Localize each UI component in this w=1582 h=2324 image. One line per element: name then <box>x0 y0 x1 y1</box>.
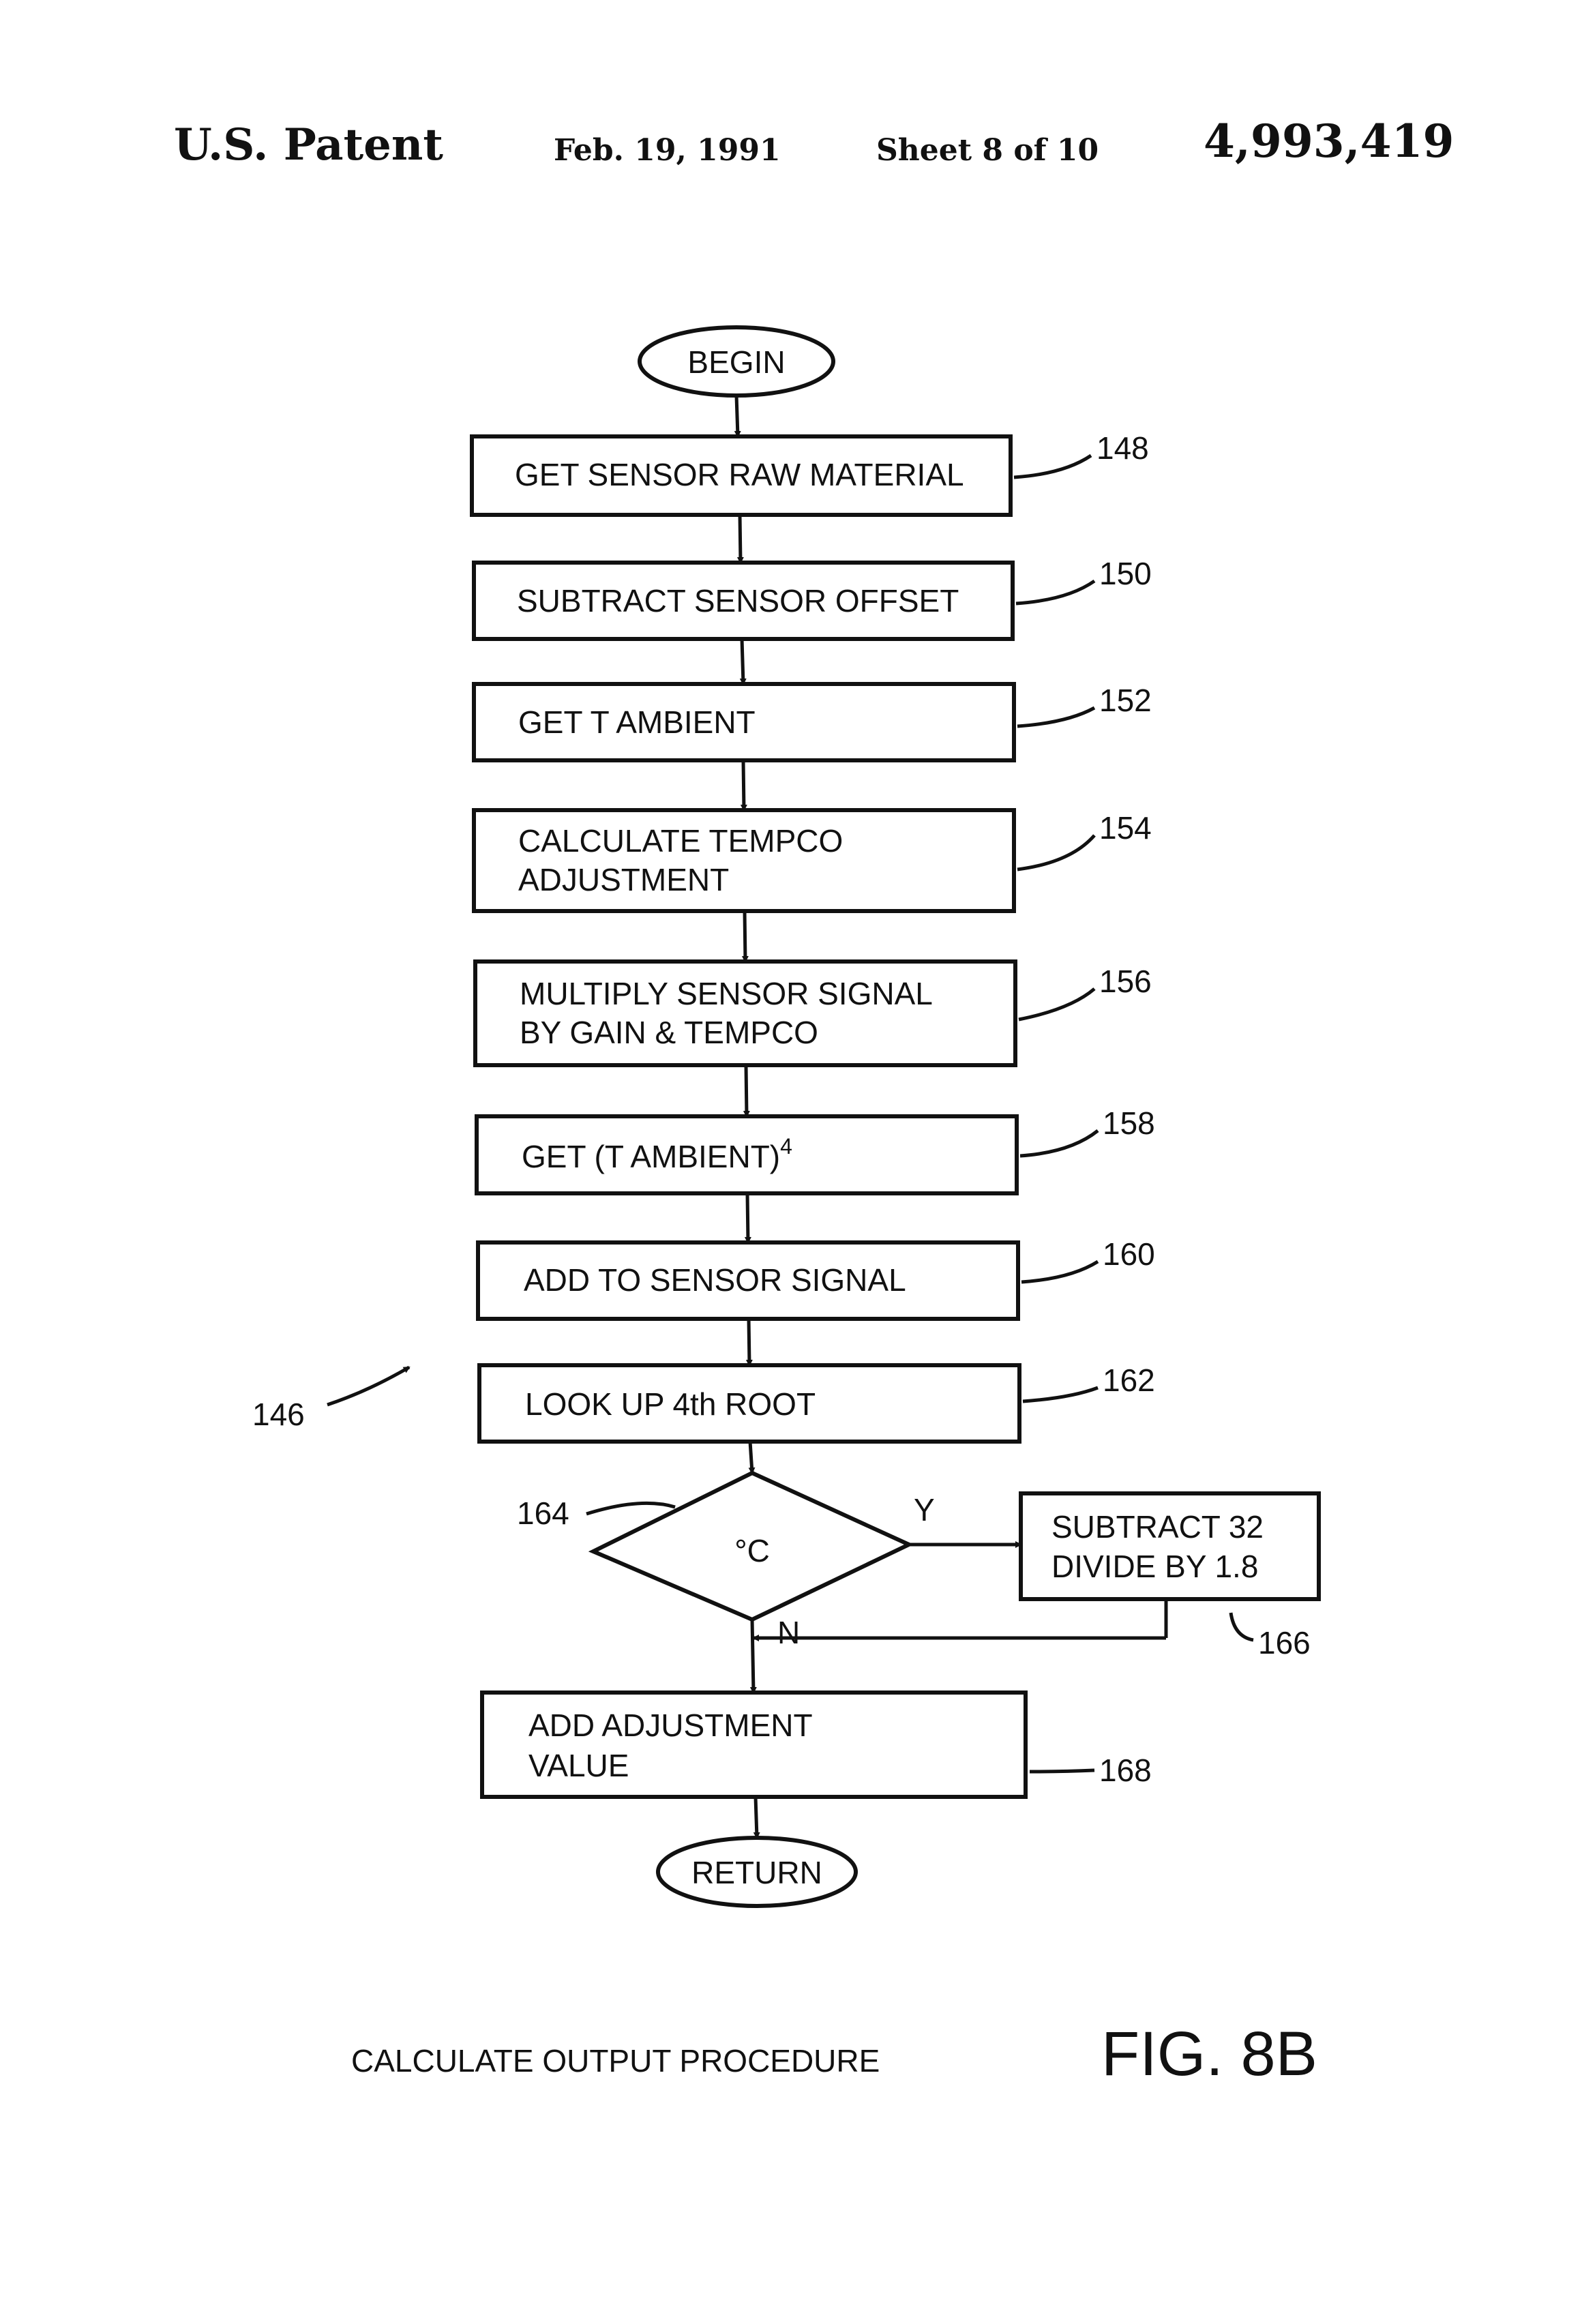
step-158: GET (T AMBIENT)4 <box>477 1116 1017 1193</box>
step-154: CALCULATE TEMPCO ADJUSTMENT <box>474 810 1014 911</box>
begin-label: BEGIN <box>687 344 785 380</box>
decision-yes-label: Y <box>914 1492 935 1528</box>
step-160: ADD TO SENSOR SIGNAL <box>478 1242 1018 1319</box>
ref-168: 168 <box>1099 1753 1152 1788</box>
step-label-superscript: 4 <box>780 1134 792 1159</box>
step-label-main: GET (T AMBIENT) <box>522 1139 780 1174</box>
step-156: MULTIPLY SENSOR SIGNAL BY GAIN & TEMPCO <box>475 962 1015 1065</box>
step-label: SUBTRACT SENSOR OFFSET <box>517 583 959 619</box>
side-label-line1: SUBTRACT 32 <box>1051 1509 1264 1545</box>
ref-160: 160 <box>1103 1236 1155 1272</box>
step-168: ADD ADJUSTMENT VALUE <box>482 1693 1026 1797</box>
step-label-line1: MULTIPLY SENSOR SIGNAL <box>520 976 933 1011</box>
step-label-line1: ADD ADJUSTMENT <box>528 1708 813 1743</box>
step-label-line2: VALUE <box>528 1748 629 1783</box>
side-label-line2: DIVIDE BY 1.8 <box>1051 1549 1258 1584</box>
connector-arrow <box>747 1193 748 1242</box>
ref-158: 158 <box>1103 1105 1155 1141</box>
ref-154: 154 <box>1099 810 1152 846</box>
step-label: ADD TO SENSOR SIGNAL <box>524 1262 906 1298</box>
ref-156: 156 <box>1099 964 1152 999</box>
connector-arrow <box>736 396 738 436</box>
connector-arrow <box>742 639 743 684</box>
step-label-line2: BY GAIN & TEMPCO <box>520 1015 818 1050</box>
step-label: GET (T AMBIENT)4 <box>522 1134 792 1174</box>
step-150: SUBTRACT SENSOR OFFSET <box>474 563 1013 639</box>
step-152: GET T AMBIENT <box>474 684 1014 760</box>
return-label: RETURN <box>691 1855 822 1890</box>
decision-no-label: N <box>777 1615 800 1650</box>
connector-arrow <box>750 1442 752 1473</box>
connector-arrow <box>746 1065 747 1116</box>
connector-arrow <box>756 1797 757 1838</box>
ref-166: 166 <box>1258 1625 1311 1660</box>
step-label: LOOK UP 4th ROOT <box>525 1386 816 1422</box>
figure-label: FIG. 8B <box>1101 2019 1317 2089</box>
ref-162: 162 <box>1103 1362 1155 1398</box>
ref-164: 164 <box>517 1495 569 1531</box>
connector-arrow <box>752 1620 753 1693</box>
connector-arrow <box>740 515 741 563</box>
ref-148: 148 <box>1096 430 1149 466</box>
side-box-166: SUBTRACT 32 DIVIDE BY 1.8 <box>1021 1493 1319 1599</box>
ref-146: 146 <box>252 1397 305 1432</box>
connector-arrow <box>743 760 744 810</box>
decision-label: °C <box>734 1533 770 1568</box>
ref-150: 150 <box>1099 556 1152 591</box>
step-label: GET T AMBIENT <box>518 704 756 740</box>
step-label: GET SENSOR RAW MATERIAL <box>515 457 964 492</box>
procedure-caption: CALCULATE OUTPUT PROCEDURE <box>351 2043 880 2079</box>
ref-152: 152 <box>1099 683 1152 718</box>
step-label-line1: CALCULATE TEMPCO <box>518 823 843 859</box>
step-148: GET SENSOR RAW MATERIAL <box>472 436 1011 515</box>
step-162: LOOK UP 4th ROOT <box>479 1365 1019 1442</box>
step-label-line2: ADJUSTMENT <box>518 862 729 897</box>
